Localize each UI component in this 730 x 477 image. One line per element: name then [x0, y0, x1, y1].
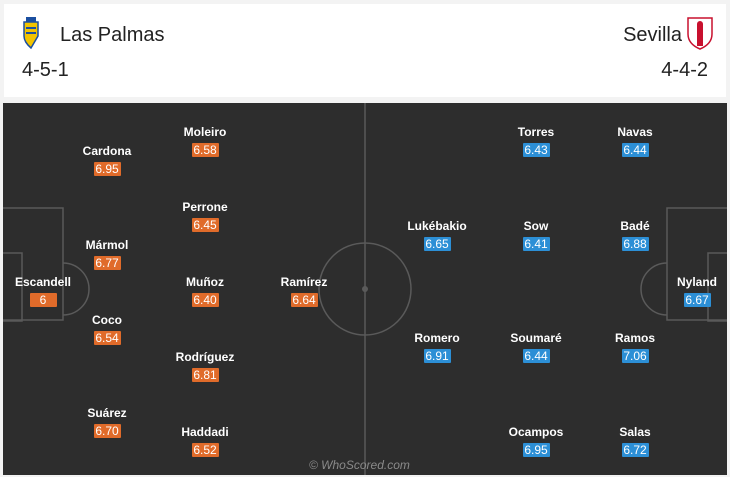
- player-rating: 6.91: [423, 349, 451, 363]
- player-rating: 6.67: [683, 293, 711, 307]
- player-name: Muñoz: [186, 275, 224, 289]
- player-name: Salas: [619, 425, 651, 439]
- player-name: Soumaré: [510, 331, 562, 345]
- player-soumare[interactable]: Soumaré 6.44: [496, 331, 576, 365]
- player-name: Cardona: [82, 144, 132, 158]
- player-name: Ramírez: [280, 275, 328, 289]
- player-name: Suárez: [87, 406, 127, 420]
- home-formation: 4-5-1: [22, 59, 69, 81]
- player-rating: 6.43: [522, 143, 550, 157]
- player-suarez[interactable]: Suárez 6.70: [67, 406, 147, 440]
- player-bade[interactable]: Badé 6.88: [595, 219, 675, 253]
- las-palmas-crest-icon: [23, 17, 39, 50]
- player-rating: 6.54: [93, 331, 121, 345]
- player-rating: 6.88: [621, 237, 649, 251]
- player-romero[interactable]: Romero 6.91: [397, 331, 477, 365]
- player-name: Navas: [617, 125, 653, 139]
- player-sow[interactable]: Sow 6.41: [496, 219, 576, 253]
- player-name: Ocampos: [508, 425, 564, 439]
- player-perrone[interactable]: Perrone 6.45: [165, 200, 245, 234]
- player-ramos[interactable]: Ramos 7.06: [595, 331, 675, 365]
- player-lukebakio[interactable]: Lukébakio 6.65: [397, 219, 477, 253]
- player-ramirez[interactable]: Ramírez 6.64: [264, 275, 344, 309]
- player-rating: 6.58: [191, 143, 219, 157]
- player-name: Badé: [620, 219, 650, 233]
- sevilla-crest-icon: [687, 17, 713, 50]
- player-name: Haddadi: [181, 425, 229, 439]
- player-rating: 6.52: [191, 443, 219, 457]
- player-name: Romero: [414, 331, 460, 345]
- player-rating: 6.81: [191, 368, 219, 382]
- player-rating: 6.41: [522, 237, 550, 251]
- match-header: Las Palmas 4-5-1 Sevilla 4-4-2: [4, 4, 726, 97]
- player-name: Rodríguez: [175, 350, 235, 364]
- pitch-markings: [3, 103, 727, 475]
- player-ocampos[interactable]: Ocampos 6.95: [496, 425, 576, 459]
- player-torres[interactable]: Torres 6.43: [496, 125, 576, 159]
- away-formation: 4-4-2: [661, 59, 708, 81]
- player-nyland[interactable]: Nyland 6.67: [657, 275, 727, 309]
- player-rodriguez[interactable]: Rodríguez 6.81: [165, 350, 245, 384]
- away-team-name: Sevilla: [623, 24, 682, 46]
- player-name: Torres: [517, 125, 555, 139]
- player-name: Lukébakio: [407, 219, 467, 233]
- player-rating: 6.72: [621, 443, 649, 457]
- player-rating: 6.77: [93, 256, 121, 270]
- player-rating: 6.64: [290, 293, 318, 307]
- player-haddadi[interactable]: Haddadi 6.52: [165, 425, 245, 459]
- player-name: Coco: [92, 313, 122, 327]
- player-name: Ramos: [614, 331, 655, 345]
- player-marmol[interactable]: Mármol 6.77: [67, 238, 147, 272]
- player-cardona[interactable]: Cardona 6.95: [67, 144, 147, 178]
- player-rating: 6.40: [191, 293, 219, 307]
- player-navas[interactable]: Navas 6.44: [595, 125, 675, 159]
- player-rating: 6.45: [191, 218, 219, 232]
- player-name: Mármol: [85, 238, 129, 252]
- player-coco[interactable]: Coco 6.54: [67, 313, 147, 347]
- player-salas[interactable]: Salas 6.72: [595, 425, 675, 459]
- player-moleiro[interactable]: Moleiro 6.58: [165, 125, 245, 159]
- player-name: Moleiro: [183, 125, 227, 139]
- watermark: © WhoScored.com: [309, 458, 410, 472]
- player-name: Nyland: [676, 275, 717, 289]
- player-rating: 6.95: [93, 162, 121, 176]
- pitch: Escandell 6 Cardona 6.95 Mármol 6.77 Coc…: [3, 103, 727, 475]
- player-name: Sow: [523, 219, 549, 233]
- player-name: Escandell: [14, 275, 72, 289]
- player-escandell[interactable]: Escandell 6: [3, 275, 83, 309]
- player-name: Perrone: [182, 200, 228, 214]
- player-rating: 6.44: [522, 349, 550, 363]
- player-rating: 7.06: [621, 349, 649, 363]
- player-rating: 6.95: [522, 443, 550, 457]
- player-rating: 6.44: [621, 143, 649, 157]
- player-munoz[interactable]: Muñoz 6.40: [165, 275, 245, 309]
- player-rating: 6: [29, 293, 57, 307]
- player-rating: 6.70: [93, 424, 121, 438]
- player-rating: 6.65: [423, 237, 451, 251]
- home-team-name: Las Palmas: [60, 24, 165, 46]
